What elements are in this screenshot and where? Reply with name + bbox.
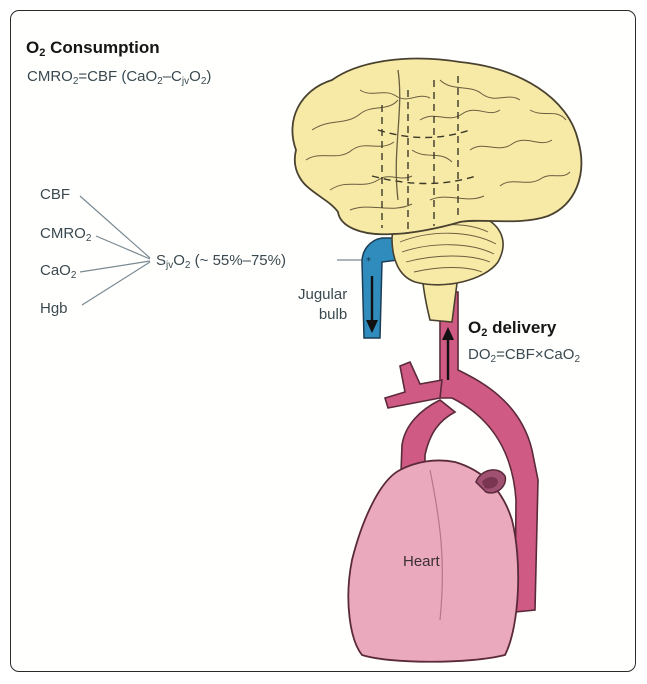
consumption-title: O2 Consumption	[26, 38, 160, 59]
factor-cbf: CBF	[40, 186, 70, 203]
factor-cmro2: CMRO2	[40, 225, 91, 244]
consumption-formula: CMRO2=CBF (CaO2–CjvO2)	[27, 68, 211, 87]
svg-text:*: *	[366, 256, 371, 267]
connector-cao2	[80, 261, 150, 272]
heart-label: Heart	[403, 553, 440, 570]
connector-hgb	[82, 262, 150, 305]
connector-cmro2	[96, 236, 150, 259]
factor-hgb: Hgb	[40, 300, 68, 317]
delivery-formula: DO2=CBF×CaO2	[468, 346, 580, 365]
cerebrum	[292, 59, 581, 235]
sjvo2-saturation-label: SjvO2 (~ 55%–75%)	[156, 252, 286, 271]
factor-cao2: CaO2	[40, 262, 76, 281]
delivery-title: O2 delivery	[468, 318, 556, 339]
